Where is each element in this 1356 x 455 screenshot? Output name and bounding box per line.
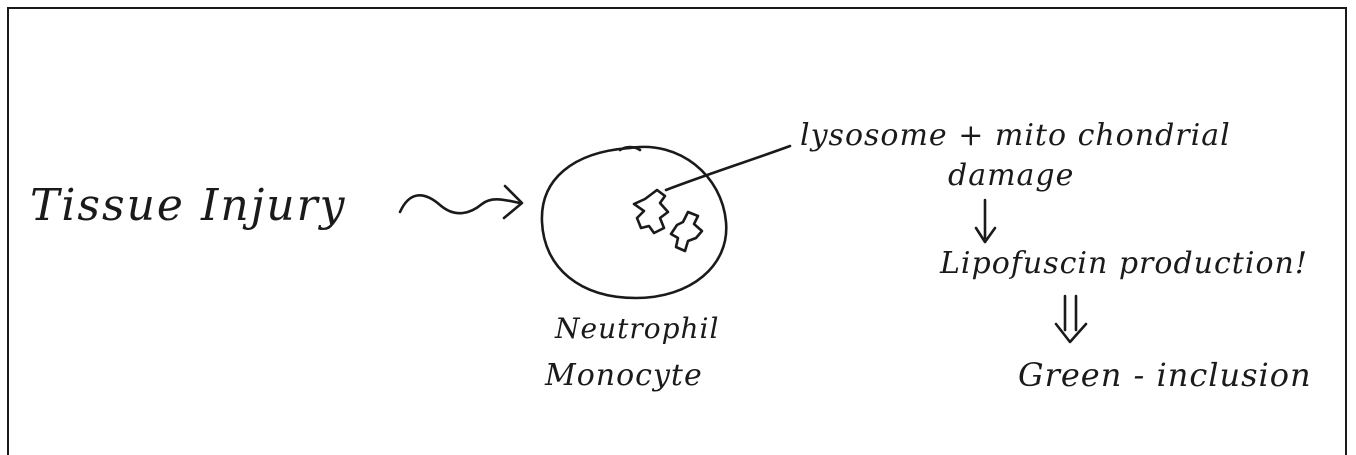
tissue-injury-label: Tissue Injury (30, 180, 347, 231)
pointer-line (664, 144, 792, 192)
monocyte-label: Monocyte (545, 358, 703, 393)
lipofuscin-label: Lipofuscin production! (940, 246, 1308, 281)
green-inclusion-label: Green - inclusion (1018, 356, 1312, 394)
wavy-arrow (398, 194, 522, 215)
double-arrow-head (1054, 322, 1088, 344)
neutrophil-label: Neutrophil (555, 312, 720, 345)
cell-outline-tick (618, 145, 642, 152)
inclusion-right (669, 210, 704, 253)
diagram-border (7, 7, 1347, 455)
cell-outline (540, 145, 728, 300)
inclusion-left (632, 188, 670, 235)
lysosome-damage-label: lysosome + mito chondrial (800, 118, 1231, 153)
arrow-head-injury (502, 184, 524, 220)
damage-label: damage (948, 158, 1075, 193)
down-arrow-head (974, 226, 997, 244)
